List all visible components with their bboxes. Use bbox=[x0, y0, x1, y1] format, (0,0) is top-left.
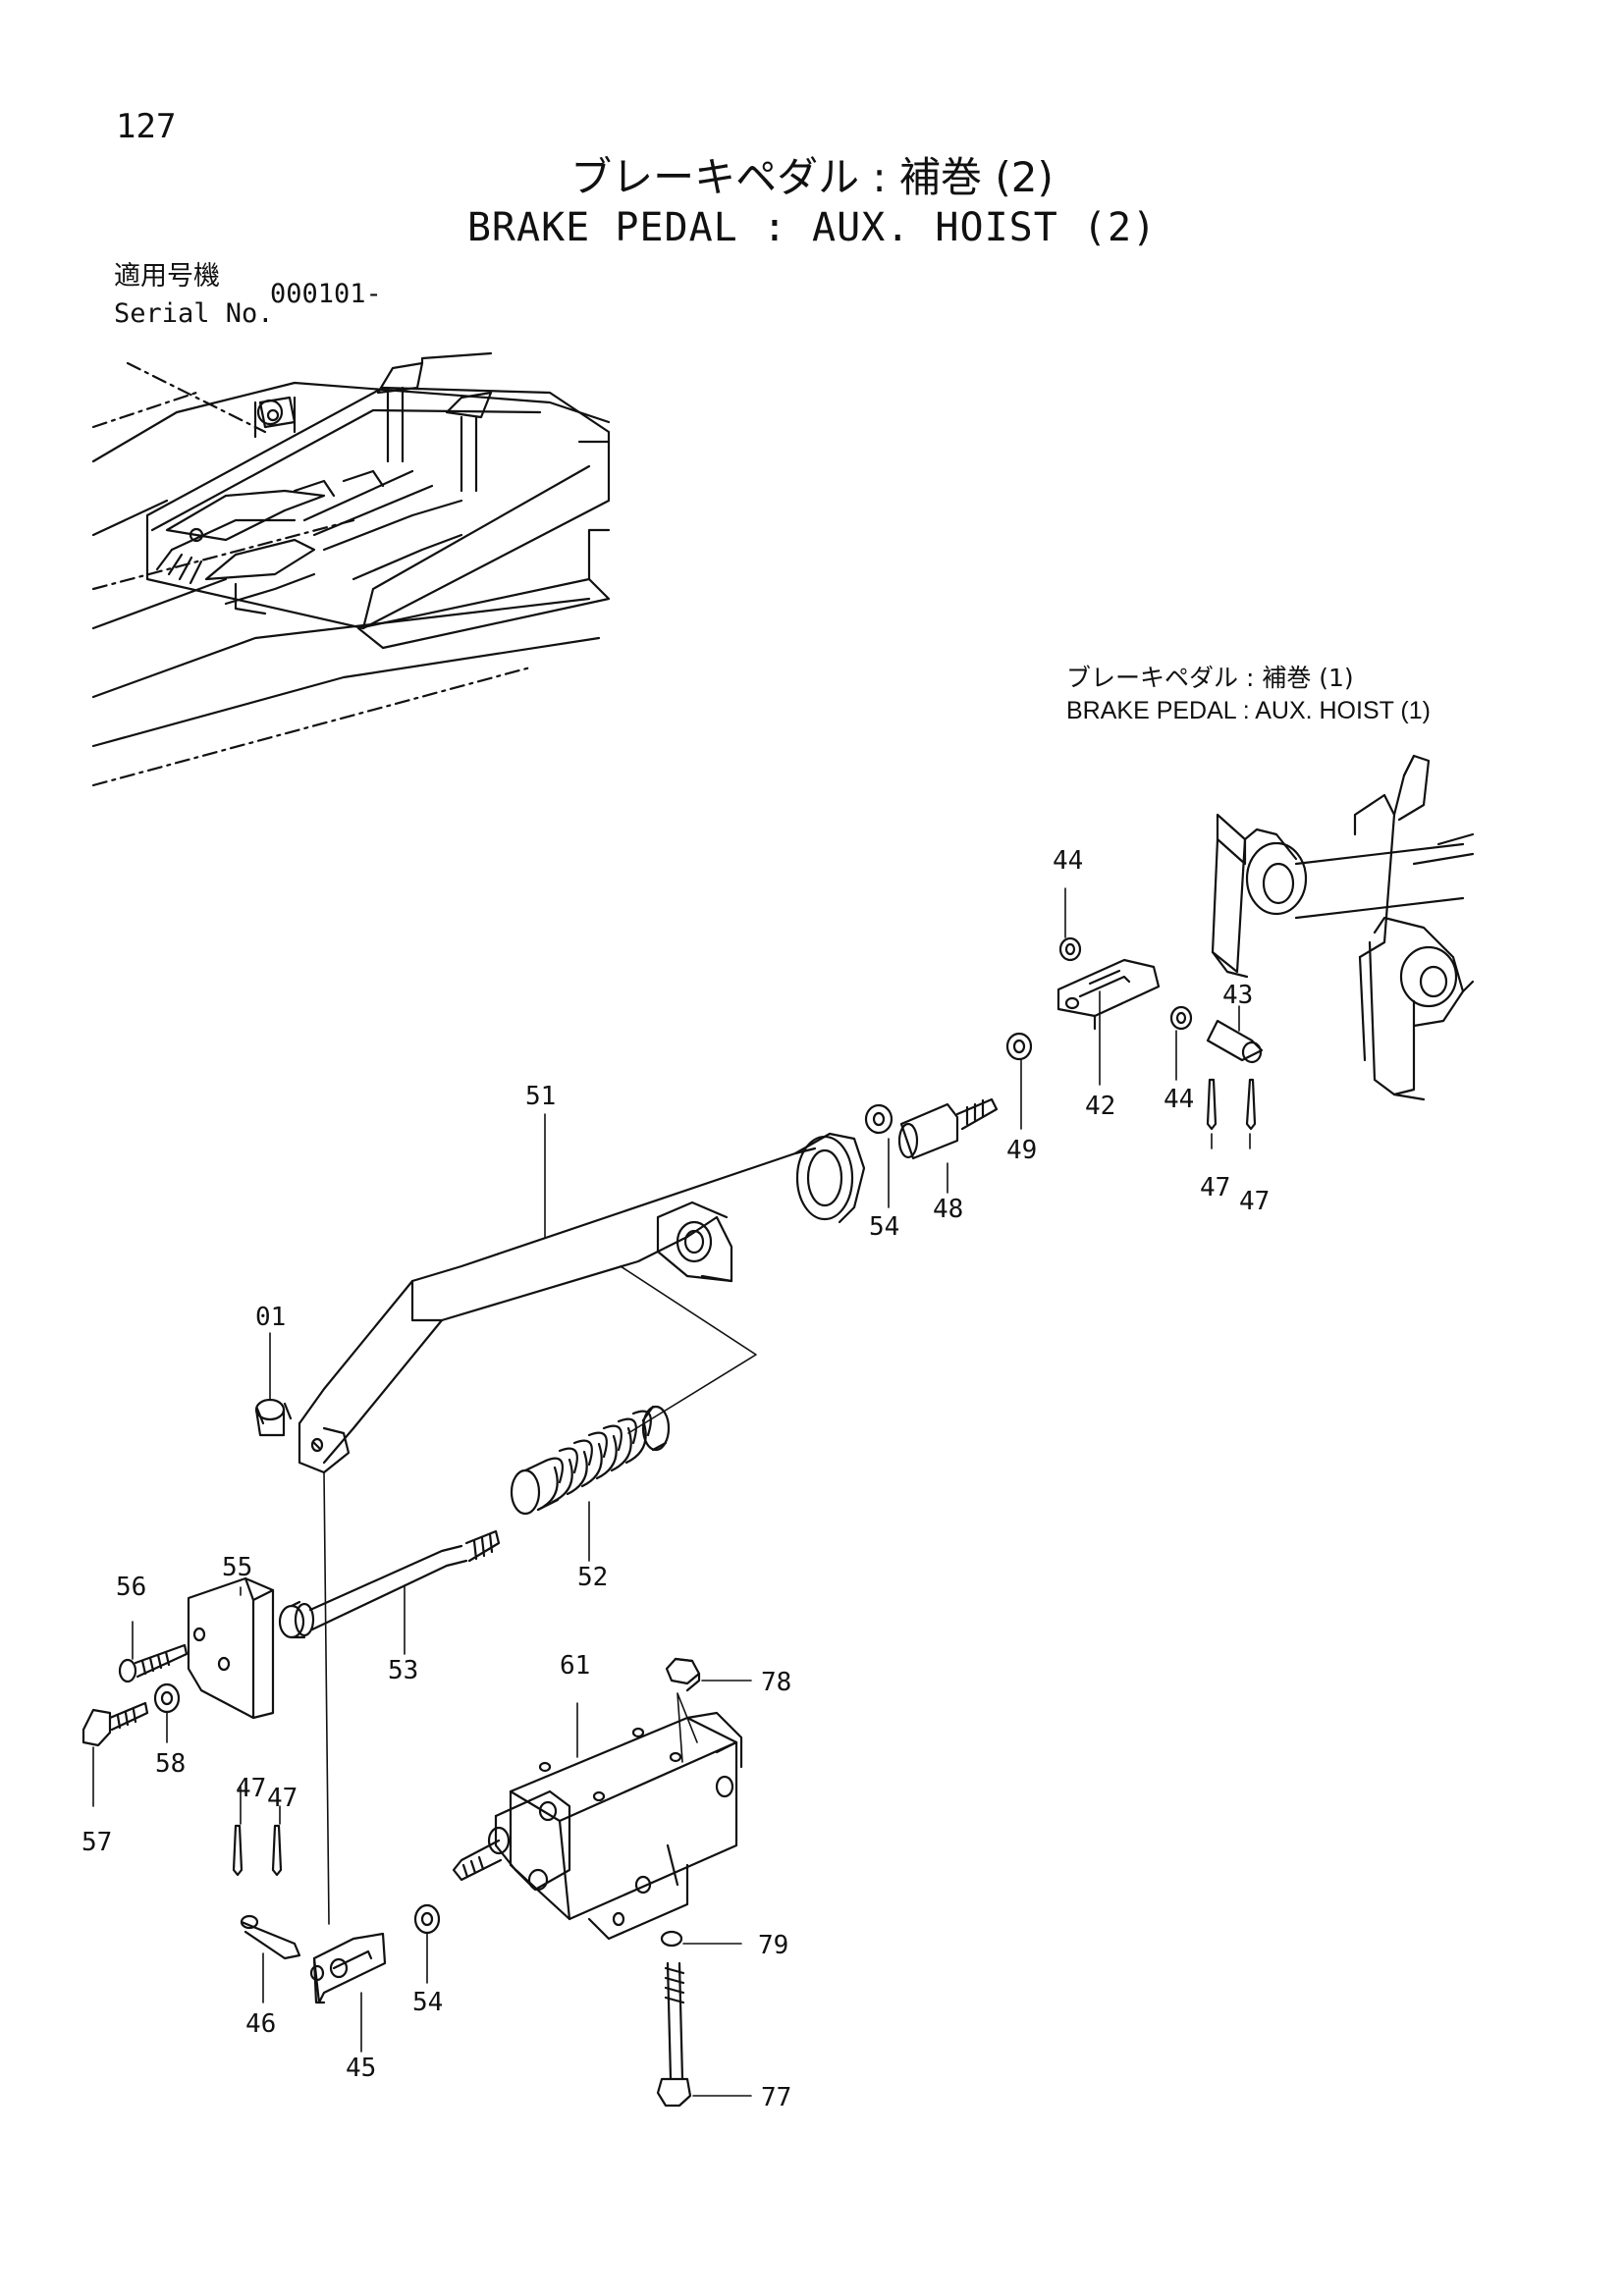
part-01-bushing bbox=[254, 1398, 293, 1437]
callout-48: 48 bbox=[933, 1195, 963, 1224]
callout-55: 55 bbox=[222, 1553, 252, 1582]
serial-number-value: 000101- bbox=[270, 279, 382, 309]
callout-79: 79 bbox=[758, 1931, 788, 1960]
callout-labels: 44 43 42 44 47 47 51 54 48 49 01 52 56 5… bbox=[81, 846, 1270, 2112]
leader-lines bbox=[92, 887, 1251, 2097]
part-61-valve-assembly bbox=[452, 1657, 743, 2108]
callout-52: 52 bbox=[577, 1563, 608, 1592]
callout-47-c: 47 bbox=[236, 1774, 266, 1803]
part-51-pedal-lever bbox=[298, 1132, 866, 1474]
callout-54-upper: 54 bbox=[869, 1212, 899, 1242]
part-52-spring bbox=[510, 1405, 671, 1516]
callout-01: 01 bbox=[255, 1303, 286, 1332]
part-55-58-group bbox=[81, 1576, 275, 1747]
callout-44-upper: 44 bbox=[1053, 846, 1083, 876]
callout-43: 43 bbox=[1222, 981, 1253, 1010]
callout-47-d: 47 bbox=[267, 1784, 298, 1813]
callout-58: 58 bbox=[155, 1749, 186, 1779]
part-54-48-49-group bbox=[864, 1032, 1033, 1160]
callout-45: 45 bbox=[346, 2054, 376, 2083]
callout-61: 61 bbox=[560, 1651, 590, 1681]
page-number: 127 bbox=[116, 107, 177, 146]
serial-label-english: Serial No. bbox=[114, 298, 274, 329]
callout-49: 49 bbox=[1006, 1136, 1037, 1165]
callout-56: 56 bbox=[116, 1573, 146, 1602]
callout-54-lower: 54 bbox=[412, 1988, 443, 2017]
callout-78: 78 bbox=[761, 1668, 791, 1697]
part-53-rod bbox=[278, 1529, 501, 1639]
reference-note-japanese: ブレーキペダル : 補巻 (1) bbox=[1066, 664, 1354, 692]
callout-53: 53 bbox=[388, 1656, 418, 1685]
page-title-japanese: ブレーキペダル : 補巻 (2) bbox=[570, 153, 1054, 201]
callout-77: 77 bbox=[761, 2083, 791, 2112]
callout-44-lower: 44 bbox=[1164, 1085, 1194, 1114]
callout-57: 57 bbox=[81, 1828, 112, 1857]
part-45-46-47-54-group bbox=[232, 1824, 441, 2004]
callout-51: 51 bbox=[525, 1082, 556, 1111]
serial-label-japanese: 適用号機 bbox=[114, 261, 220, 292]
overview-illustration bbox=[91, 351, 611, 787]
callout-46: 46 bbox=[245, 2009, 276, 2039]
reference-note-english: BRAKE PEDAL : AUX. HOIST (1) bbox=[1066, 697, 1431, 724]
part-42-44-43-47-group bbox=[1056, 936, 1264, 1131]
callout-42: 42 bbox=[1085, 1092, 1115, 1121]
reference-assembly-illustration bbox=[1211, 754, 1475, 1101]
callout-47-a: 47 bbox=[1200, 1173, 1230, 1202]
callout-47-b: 47 bbox=[1239, 1187, 1270, 1216]
page-title-english: BRAKE PEDAL : AUX. HOIST (2) bbox=[466, 205, 1158, 250]
